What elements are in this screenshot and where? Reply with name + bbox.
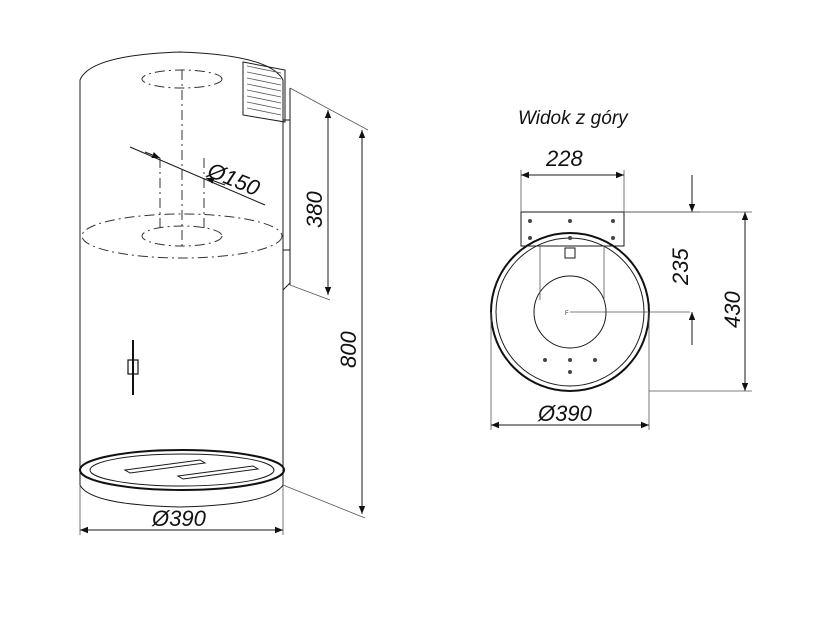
dim-depth: 430 (720, 291, 745, 328)
dim-bracket-width: 228 (545, 146, 583, 171)
dim-offset: 235 (668, 248, 693, 286)
dim-outlet-diameter: Ø150 (203, 157, 264, 201)
dim-body-diameter: Ø390 (151, 506, 207, 531)
top-view: Widok z góry F 228 (490, 108, 752, 430)
bottom-filter (79, 449, 285, 491)
dim-top-diameter: Ø390 (537, 401, 593, 426)
side-view: Ø150 380 800 Ø390 (79, 51, 369, 535)
dim-chimney-height: 380 (302, 191, 327, 228)
top-view-title: Widok z góry (518, 108, 629, 129)
mounting-bracket (520, 211, 625, 374)
vent-grille (242, 61, 286, 123)
duct-ellipse (141, 225, 223, 247)
dim-total-height: 800 (336, 331, 361, 368)
control-panel (127, 340, 139, 395)
svg-text:F: F (565, 311, 569, 317)
mid-ellipse (81, 213, 283, 259)
cylinder-body (79, 51, 284, 508)
